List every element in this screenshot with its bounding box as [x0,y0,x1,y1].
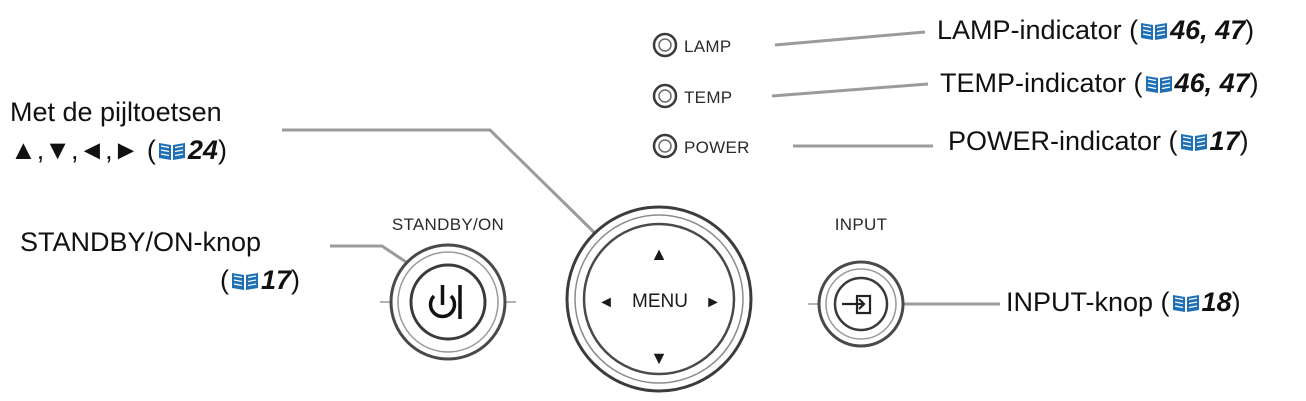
lamp-callout-close: ) [1245,15,1255,45]
power-led-label: POWER [684,138,750,157]
arrow-right-icon[interactable]: ► [705,294,721,311]
arrow-keys-callout-text: ▲,▼,◄,► ( [10,135,156,165]
indicator-leds: LAMP TEMP POWER [652,32,750,159]
lamp-callout-ref: 46, 47 [1170,15,1246,45]
temp-led [652,83,678,109]
lamp-callout-text: LAMP-indicator ( [937,15,1139,45]
power-indicator-callout: POWER-indicator ( 17) [948,125,1249,157]
book-icon [1145,76,1172,93]
menu-button-label[interactable]: MENU [632,291,688,312]
input-knop-callout: INPUT-knop ( 18) [1006,286,1241,318]
book-icon [1172,295,1199,312]
arrow-keys-callout-ref: 24 [187,135,218,165]
temp-callout-text: TEMP-indicator ( [940,68,1143,98]
power-icon [428,285,462,319]
menu-arrow-ring[interactable]: ▲ ▼ ◄ ► MENU [565,205,753,393]
temp-callout-ref: 46, 47 [1174,68,1250,98]
standby-on-button[interactable]: STANDBY/ON [380,215,516,361]
arrow-down-icon[interactable]: ▼ [650,348,668,368]
book-icon [158,143,185,160]
book-icon [1180,134,1207,151]
power-callout-ref: 17 [1209,126,1240,156]
power-callout-close: ) [1239,126,1249,156]
lamp-indicator-callout: LAMP-indicator ( 46, 47) [937,14,1254,46]
arrow-left-icon[interactable]: ◄ [598,294,614,311]
leader-arrows [282,128,608,246]
input-callout-close: ) [1231,287,1241,317]
power-callout-text: POWER-indicator ( [948,126,1178,156]
input-source-icon [842,294,872,315]
arrow-keys-callout-line1: Met de pijltoetsen [10,97,222,127]
power-led [652,133,678,159]
temp-led-label: TEMP [684,88,732,107]
leader-lamp [774,30,926,47]
input-callout-ref: 18 [1201,287,1232,317]
lamp-led [652,32,678,58]
input-button[interactable]: INPUT [808,215,914,348]
standby-on-label: STANDBY/ON [392,215,504,234]
input-callout-text: INPUT-knop ( [1006,287,1170,317]
standby-on-callout: STANDBY/ON-knop (17) [20,226,300,296]
arrow-keys-callout: Met de pijltoetsen ▲,▼,◄,► ( 24) [10,96,227,166]
standby-callout-line1: STANDBY/ON-knop [20,227,262,257]
standby-callout-line2: (17) [20,264,300,296]
temp-callout-close: ) [1249,68,1259,98]
arrow-keys-callout-close: ) [217,135,227,165]
leader-temp [771,82,929,98]
standby-callout-open: ( [220,265,229,295]
lamp-led-label: LAMP [684,37,732,56]
book-icon [232,273,258,290]
standby-callout-ref: 17 [261,265,292,295]
arrow-up-icon[interactable]: ▲ [650,244,668,264]
standby-callout-close: ) [291,265,301,295]
arrow-keys-callout-line2: ▲,▼,◄,► ( 24) [10,134,227,166]
book-icon [1141,23,1168,40]
temp-indicator-callout: TEMP-indicator ( 46, 47) [940,67,1259,99]
input-label: INPUT [835,215,888,234]
